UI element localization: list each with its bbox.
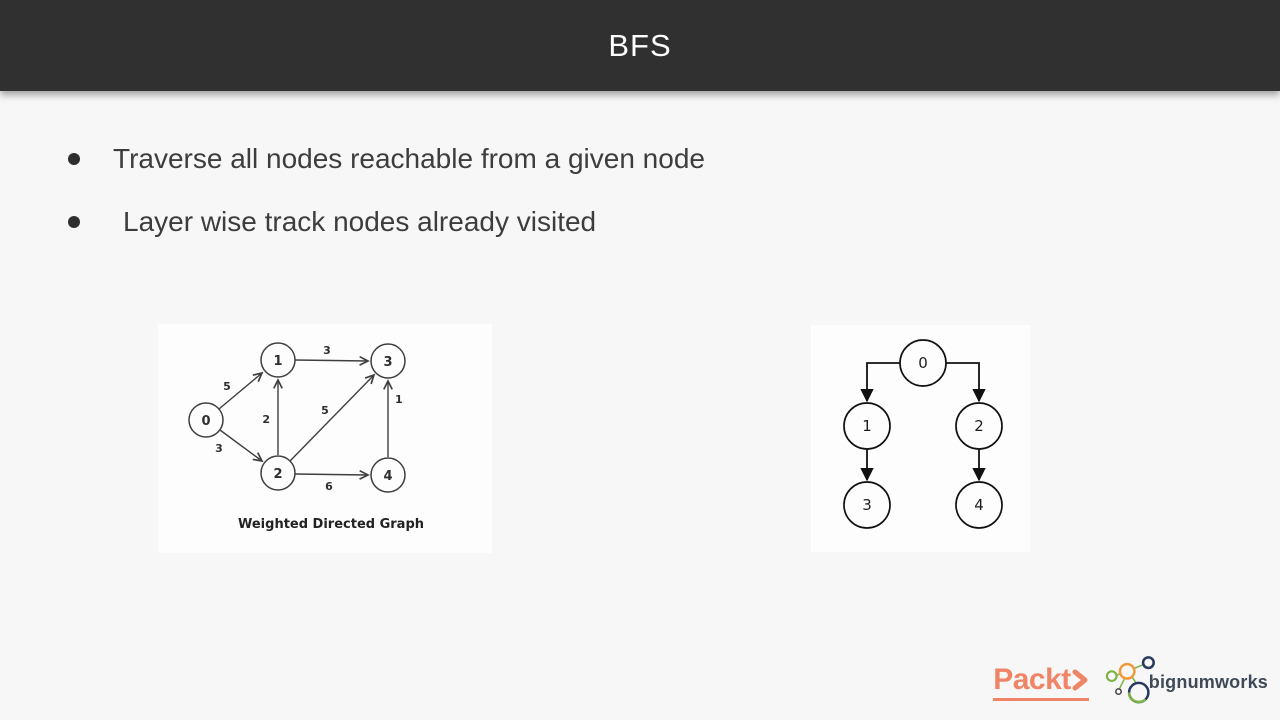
tree-node-3 xyxy=(843,481,891,529)
edge-weight: 6 xyxy=(325,480,333,493)
edge-weight: 1 xyxy=(395,393,403,406)
bullet-dot xyxy=(68,153,80,165)
graph-node-1 xyxy=(260,342,296,378)
edge-0-2 xyxy=(219,429,264,463)
graph-edges xyxy=(218,355,393,480)
tree-node-label: 1 xyxy=(862,417,872,435)
edge-2-4 xyxy=(294,469,370,480)
tree-node-1 xyxy=(843,402,891,450)
bullet-list: Traverse all nodes reachable from a give… xyxy=(68,141,705,267)
graph-node-4 xyxy=(370,457,406,493)
tree-node-0 xyxy=(899,339,947,387)
bullet-text: Traverse all nodes reachable from a give… xyxy=(113,143,705,174)
bignumworks-molecule-icon xyxy=(1104,653,1160,712)
bullet-item: Layer wise track nodes already visited xyxy=(68,204,705,240)
bignumworks-logo-text: bignumworks xyxy=(1148,672,1268,692)
figure-caption: Weighted Directed Graph xyxy=(238,517,424,532)
tree-nodes xyxy=(843,339,1003,529)
tree-node-label: 4 xyxy=(974,496,984,514)
tree-node-4 xyxy=(955,481,1003,529)
bfs-tree-figure: 0 1 2 3 4 xyxy=(811,325,1030,552)
tree-edge-0-1 xyxy=(860,362,900,403)
graph-node-2 xyxy=(260,455,296,491)
tree-node-2 xyxy=(955,402,1003,450)
tree-edges xyxy=(860,362,986,482)
bullet-dot xyxy=(68,216,80,228)
tree-edge-0-2 xyxy=(946,362,986,403)
graph-node-label: 0 xyxy=(201,414,210,429)
tree-node-label: 0 xyxy=(918,354,928,372)
edge-weight: 5 xyxy=(321,404,329,417)
packt-logo: Packt xyxy=(993,662,1089,701)
edge-weight: 3 xyxy=(323,344,331,357)
graph-node-label: 4 xyxy=(383,469,392,484)
graph-node-label: 2 xyxy=(273,467,282,482)
graph-nodes xyxy=(188,342,406,493)
graph-node-0 xyxy=(188,402,224,438)
slide-title: BFS xyxy=(608,27,672,63)
bullet-item: Traverse all nodes reachable from a give… xyxy=(68,141,705,177)
edge-weight: 3 xyxy=(215,442,223,455)
packt-logo-text: Packt xyxy=(993,662,1071,696)
chevron-right-icon xyxy=(1072,668,1089,692)
weighted-graph-svg: 5 3 2 5 3 6 1 0 1 2 3 4 Weighted Directe… xyxy=(188,342,424,532)
edge-weight: 2 xyxy=(262,413,270,426)
edge-0-1 xyxy=(218,371,264,410)
footer-logos: Packt xyxy=(993,653,1268,712)
bignumworks-logo: bignumworks xyxy=(1104,653,1268,712)
graph-node-3 xyxy=(370,343,406,379)
slide-header: BFS xyxy=(0,0,1280,91)
bfs-tree-svg: 0 1 2 3 4 xyxy=(843,339,1003,529)
edge-2-3 xyxy=(289,373,376,462)
edge-1-3 xyxy=(294,355,370,366)
graph-node-label: 1 xyxy=(273,354,282,369)
tree-node-label: 2 xyxy=(974,417,984,435)
weighted-graph-figure: 5 3 2 5 3 6 1 0 1 2 3 4 Weighted Directe… xyxy=(158,324,492,553)
tree-node-label: 3 xyxy=(862,496,872,514)
edge-weight: 5 xyxy=(223,380,231,393)
bullet-text: Layer wise track nodes already visited xyxy=(123,206,597,237)
graph-node-label: 3 xyxy=(383,355,392,370)
